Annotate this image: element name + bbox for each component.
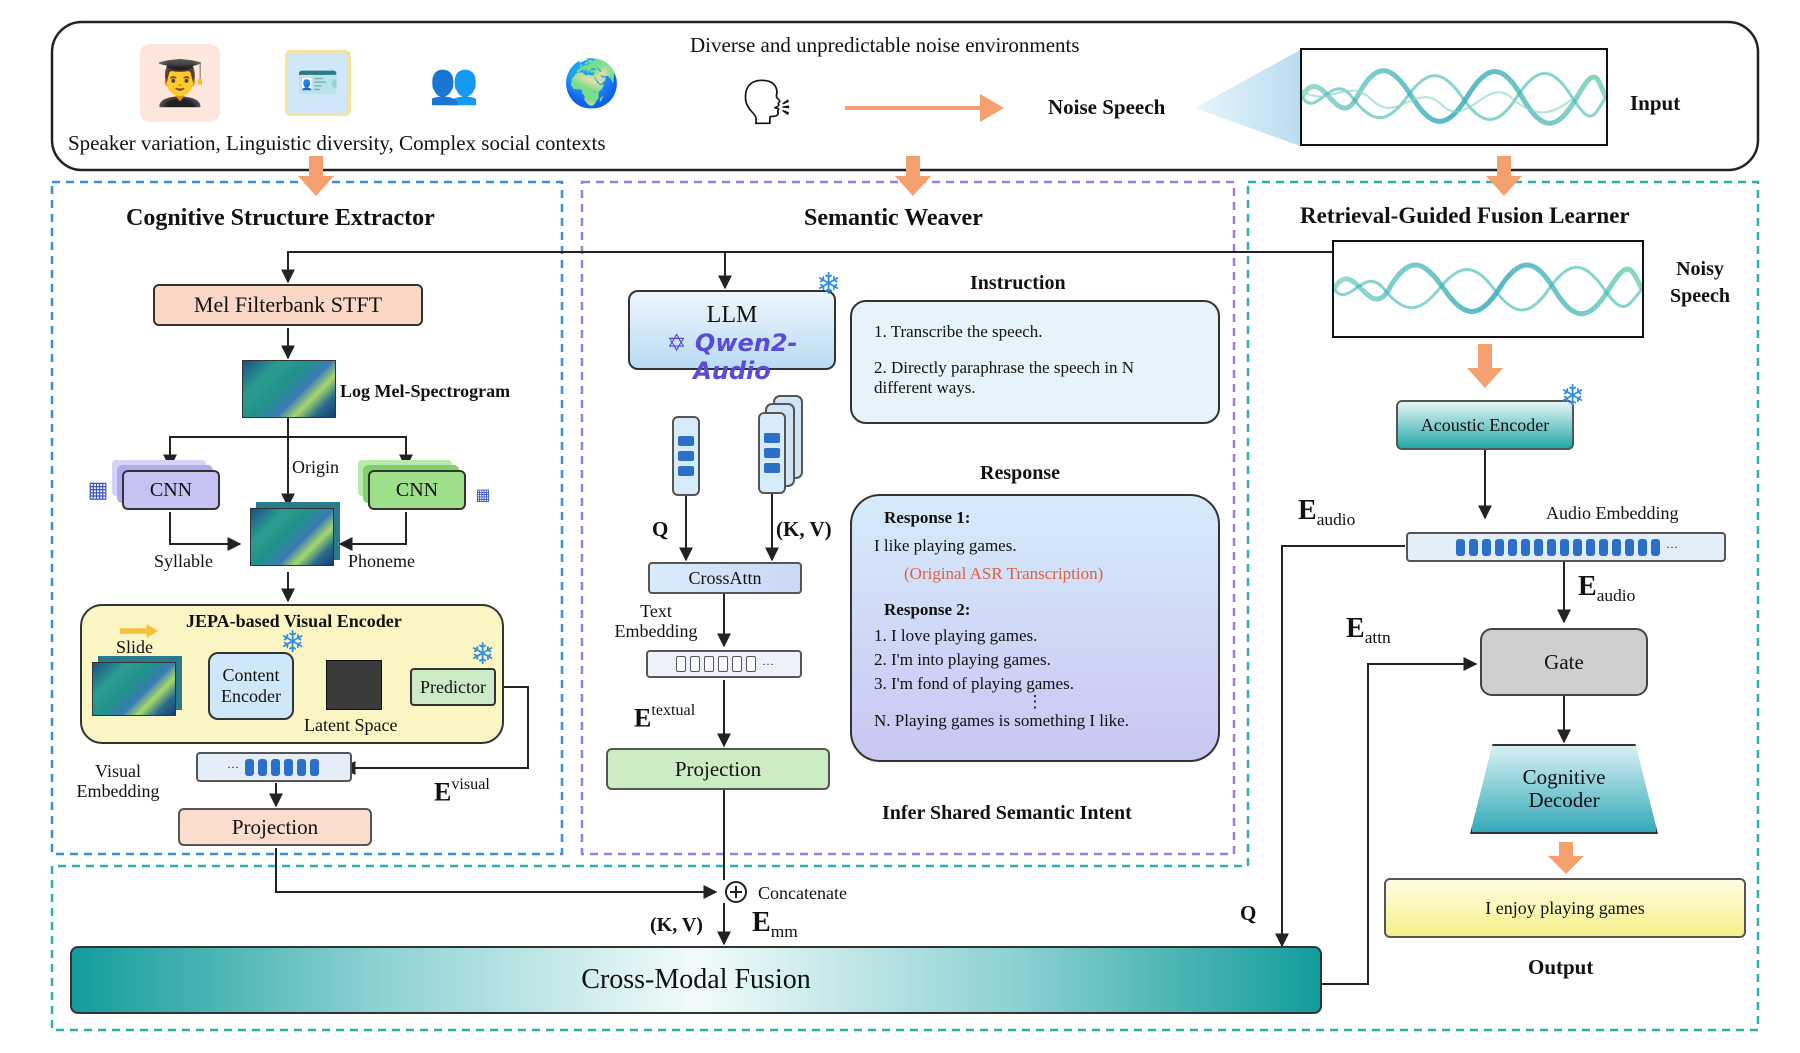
instruction-panel: 1. Transcribe the speech. 2. Directly pa… bbox=[850, 300, 1220, 424]
frozen-snowflake-icon: ❄ bbox=[280, 625, 306, 660]
jepa-title: JEPA-based Visual Encoder bbox=[186, 611, 402, 631]
log-mel-spectrogram bbox=[242, 360, 336, 418]
frozen-snowflake-icon: ❄ bbox=[1560, 379, 1586, 414]
intent-label: Infer Shared Semantic Intent bbox=[882, 802, 1132, 824]
log-mel-label: Log Mel-Spectrogram bbox=[340, 381, 511, 401]
predictor-block: Predictor bbox=[410, 668, 496, 706]
input-banner-frame bbox=[50, 20, 1760, 172]
id-card-icon: 🪪 bbox=[285, 50, 351, 116]
e-audio-label-right: Eaudio bbox=[1578, 571, 1636, 606]
noise-speech-label: Noise Speech bbox=[1048, 95, 1166, 119]
output-label: Output bbox=[1528, 955, 1594, 979]
concatenate-label: Concatenate bbox=[758, 883, 847, 903]
acoustic-encoder-block: Acoustic Encoder bbox=[1396, 400, 1574, 450]
audio-embedding-label: Audio Embedding bbox=[1546, 503, 1679, 523]
noisy-speech-label: Noisy Speech bbox=[1670, 258, 1730, 307]
vertical-ellipsis: ⋮ bbox=[1026, 692, 1044, 711]
query-vector bbox=[672, 416, 700, 496]
paraphrase-2: 2. I'm into playing games. bbox=[874, 650, 1051, 669]
latent-cube-icon bbox=[326, 660, 382, 710]
fusion-q-label: Q bbox=[1240, 901, 1257, 925]
e-audio-label-left: Eaudio bbox=[1298, 495, 1356, 530]
response-1-text: I like playing games. bbox=[874, 536, 1017, 555]
speaker-variation-icon: 👨‍🎓 bbox=[140, 44, 220, 122]
noise-flow-arrow bbox=[845, 94, 1004, 122]
content-encoder-block: Content Encoder bbox=[208, 652, 294, 720]
qwen-logo: ✡ Qwen2-Audio bbox=[666, 329, 798, 385]
speaking-head-icon: 🗣 bbox=[739, 78, 795, 127]
group-people-icon: 👥 bbox=[429, 60, 479, 106]
response-title: Response bbox=[980, 462, 1061, 484]
fusion-kv-label: (K, V) bbox=[650, 914, 703, 936]
mel-filterbank-block: Mel Filterbank STFT bbox=[153, 284, 423, 326]
gate-block: Gate bbox=[1480, 628, 1648, 696]
response-1-heading: Response 1: bbox=[884, 508, 971, 527]
paraphrase-3: 3. I'm fond of playing games. bbox=[874, 674, 1074, 693]
fusion-learner-frame bbox=[50, 180, 1760, 1032]
noise-caption: Diverse and unpredictable noise environm… bbox=[690, 33, 1080, 57]
text-embedding-vector: ··· bbox=[646, 650, 802, 678]
instruction-item-1: 1. Transcribe the speech. bbox=[874, 322, 1043, 341]
text-projection-block: Projection bbox=[606, 748, 830, 790]
e-mm-label: Emm bbox=[752, 907, 798, 942]
grid-icon-left: ▦ bbox=[87, 477, 109, 502]
down-arrows bbox=[298, 156, 1584, 874]
weaver-title: Semantic Weaver bbox=[804, 205, 983, 231]
cnn-syllable-block: CNN bbox=[122, 470, 220, 510]
audio-embedding-vector: ··· bbox=[1406, 532, 1726, 562]
response-panel: Response 1: I like playing games. (Origi… bbox=[850, 494, 1220, 762]
e-visual-label: Evisual bbox=[434, 776, 490, 807]
cnn-phoneme-block: CNN bbox=[368, 470, 466, 510]
weaver-q-label: Q bbox=[652, 517, 669, 541]
instruction-item-2: 2. Directly paraphrase the speech in N d… bbox=[874, 358, 1135, 397]
visual-embedding-vector: ··· bbox=[196, 752, 352, 782]
syllable-label: Syllable bbox=[154, 551, 213, 571]
response-2-heading: Response 2: bbox=[884, 600, 971, 619]
frozen-snowflake-icon: ❄ bbox=[816, 267, 842, 302]
weaver-kv-label: (K, V) bbox=[776, 517, 832, 541]
instruction-title: Instruction bbox=[970, 272, 1066, 294]
fusion-learner-title: Retrieval-Guided Fusion Learner bbox=[1300, 203, 1630, 228]
input-label: Input bbox=[1630, 91, 1681, 115]
extractor-title: Cognitive Structure Extractor bbox=[126, 205, 435, 231]
origin-label: Origin bbox=[292, 457, 339, 477]
llm-block: LLM ✡ Qwen2-Audio bbox=[628, 290, 836, 385]
cross-modal-fusion-block: Cross-Modal Fusion bbox=[70, 946, 1322, 1014]
input-waveform bbox=[1300, 48, 1608, 146]
masked-spectrogram bbox=[92, 662, 176, 716]
context-caption: Speaker variation, Linguistic diversity,… bbox=[68, 131, 606, 155]
text-embedding-label: Text Embedding bbox=[614, 601, 698, 641]
noisy-speech-waveform bbox=[1332, 240, 1644, 338]
crossattn-block: CrossAttn bbox=[648, 562, 802, 594]
multi-view-spectrogram bbox=[250, 508, 334, 566]
latent-space-label: Latent Space bbox=[304, 715, 398, 735]
grid-icon-right: ▦ bbox=[475, 487, 491, 504]
e-attn-label: Eattn bbox=[1346, 613, 1391, 648]
output-text-box: I enjoy playing games bbox=[1384, 878, 1746, 938]
visual-projection-block: Projection bbox=[178, 808, 372, 846]
llm-label: LLM bbox=[706, 302, 758, 328]
slide-label: Slide bbox=[116, 637, 154, 657]
paraphrase-n: N. Playing games is something I like. bbox=[874, 711, 1129, 731]
visual-embedding-label: Visual Embedding bbox=[76, 761, 160, 801]
globe-city-icon: 🌍 bbox=[563, 58, 621, 109]
paraphrase-1: 1. I love playing games. bbox=[874, 626, 1038, 645]
phoneme-label: Phoneme bbox=[348, 551, 415, 571]
e-textual-label: Etextual bbox=[634, 702, 696, 733]
key-value-vectors bbox=[758, 412, 786, 494]
asr-note: (Original ASR Transcription) bbox=[904, 564, 1104, 583]
cognitive-decoder-block: Cognitive Decoder bbox=[1470, 744, 1658, 834]
noise-cone bbox=[1195, 50, 1300, 146]
frozen-snowflake-icon: ❄ bbox=[470, 637, 496, 672]
